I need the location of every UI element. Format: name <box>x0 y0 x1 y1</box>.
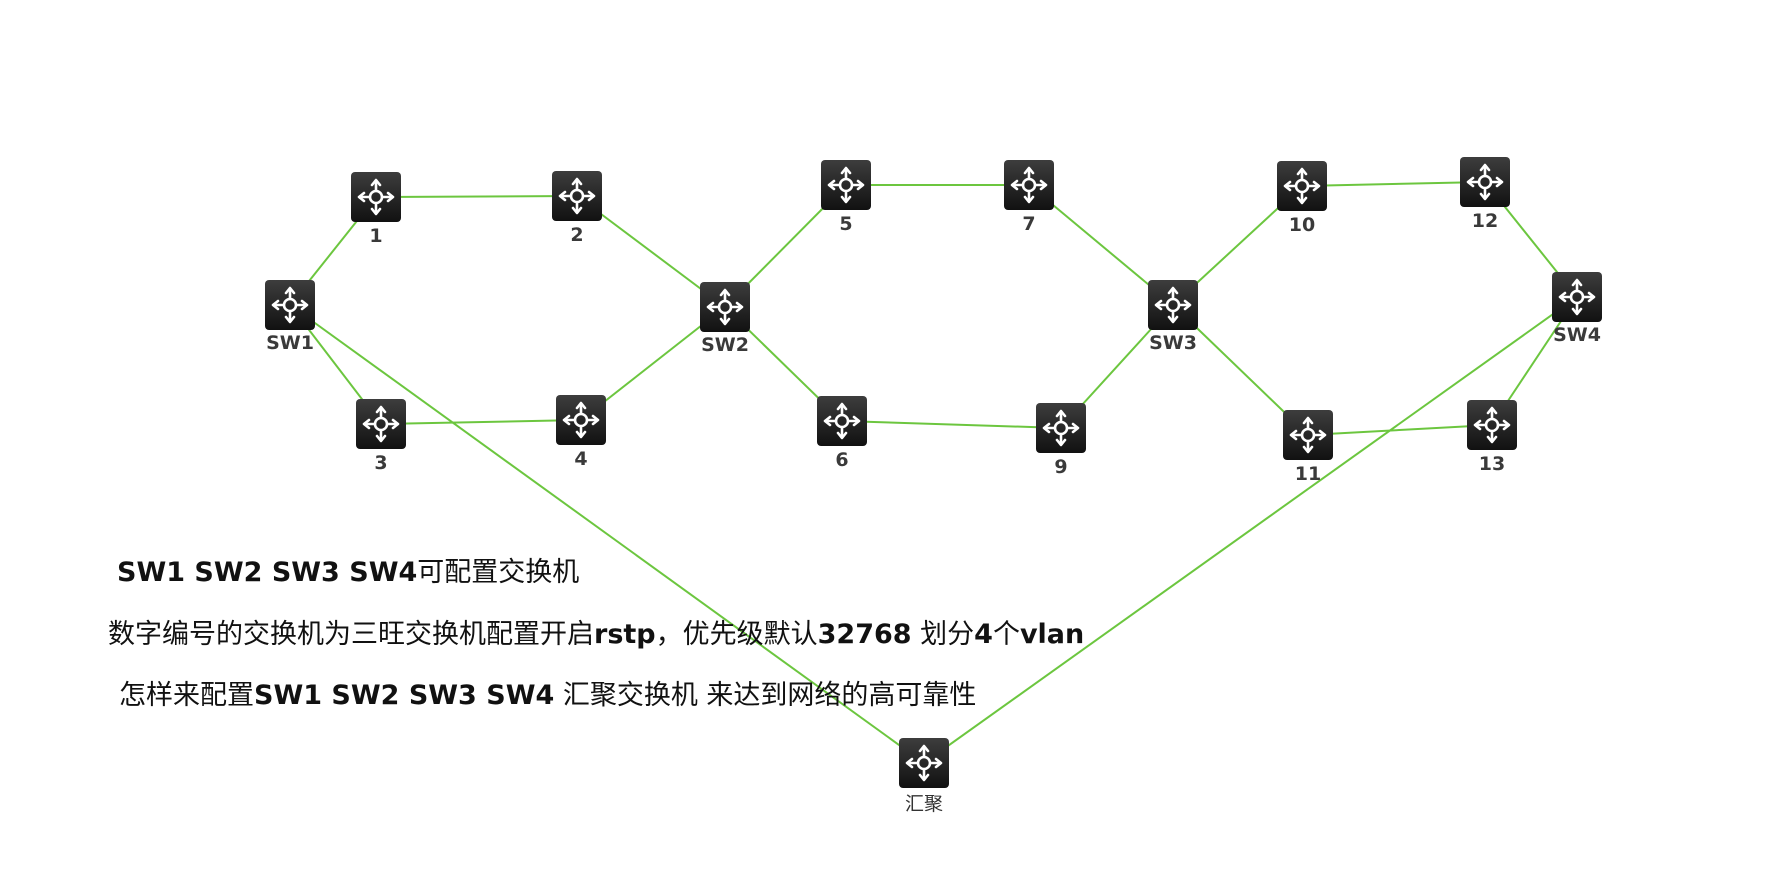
layer3-switch-icon <box>1465 398 1519 452</box>
layer3-switch-icon <box>897 736 951 790</box>
layer3-switch-icon <box>1281 408 1335 462</box>
switch-node-sw1[interactable]: SW1 <box>263 278 317 354</box>
switch-label-sw1: SW1 <box>266 332 314 354</box>
switch-label-n6: 6 <box>835 449 848 471</box>
layer3-switch-icon <box>1458 155 1512 209</box>
layer3-switch-icon <box>1034 401 1088 455</box>
switch-node-n4[interactable]: 4 <box>554 393 608 470</box>
switch-node-n10[interactable]: 10 <box>1275 159 1329 236</box>
switch-label-n7: 7 <box>1022 213 1035 235</box>
link-n10-n12 <box>1301 181 1486 187</box>
link-n11-n13 <box>1307 424 1493 436</box>
switch-label-n13: 13 <box>1479 453 1505 475</box>
layer3-switch-icon <box>815 394 869 448</box>
layer3-switch-icon <box>354 397 408 451</box>
switch-node-n3[interactable]: 3 <box>354 397 408 474</box>
layer3-switch-icon <box>819 158 873 212</box>
switch-node-sw3[interactable]: SW3 <box>1146 278 1200 354</box>
layer3-switch-icon <box>1002 158 1056 212</box>
switch-label-n5: 5 <box>839 213 852 235</box>
switch-node-n9[interactable]: 9 <box>1034 401 1088 478</box>
links-layer <box>289 181 1578 764</box>
switch-label-agg: 汇聚 <box>905 793 943 815</box>
layer3-switch-icon <box>263 278 317 332</box>
layer3-switch-icon <box>349 170 403 224</box>
layer3-switch-icon <box>698 280 752 334</box>
layer3-switch-icon <box>1550 270 1604 324</box>
layer3-switch-icon <box>1275 159 1329 213</box>
switch-label-n1: 1 <box>369 225 382 247</box>
link-sw4-agg <box>923 296 1578 764</box>
link-n3-n4 <box>380 419 582 425</box>
switch-node-n5[interactable]: 5 <box>819 158 873 235</box>
switch-label-sw4: SW4 <box>1553 324 1601 346</box>
switch-label-n12: 12 <box>1472 210 1498 232</box>
switch-label-n11: 11 <box>1295 463 1321 485</box>
layer3-switch-icon <box>554 393 608 447</box>
switch-node-n2[interactable]: 2 <box>550 169 604 246</box>
switch-label-sw3: SW3 <box>1149 332 1197 354</box>
layer3-switch-icon <box>1146 278 1200 332</box>
switch-node-n7[interactable]: 7 <box>1002 158 1056 235</box>
switch-node-n6[interactable]: 6 <box>815 394 869 471</box>
switch-node-n12[interactable]: 12 <box>1458 155 1512 232</box>
switch-label-n3: 3 <box>374 452 387 474</box>
switch-label-n9: 9 <box>1054 456 1067 478</box>
switch-label-n10: 10 <box>1289 214 1315 236</box>
switch-node-n1[interactable]: 1 <box>349 170 403 247</box>
switch-node-sw4[interactable]: SW4 <box>1550 270 1604 346</box>
link-sw1-agg <box>289 304 925 764</box>
link-n6-n9 <box>841 420 1062 429</box>
switch-label-n2: 2 <box>570 224 583 246</box>
link-n1-n2 <box>375 195 578 198</box>
switch-label-n4: 4 <box>574 448 587 470</box>
layer3-switch-icon <box>550 169 604 223</box>
switch-node-n13[interactable]: 13 <box>1465 398 1519 475</box>
switch-node-agg[interactable]: 汇聚 <box>897 736 951 815</box>
switch-node-sw2[interactable]: SW2 <box>698 280 752 356</box>
switch-node-n11[interactable]: 11 <box>1281 408 1335 485</box>
switch-label-sw2: SW2 <box>701 334 749 356</box>
